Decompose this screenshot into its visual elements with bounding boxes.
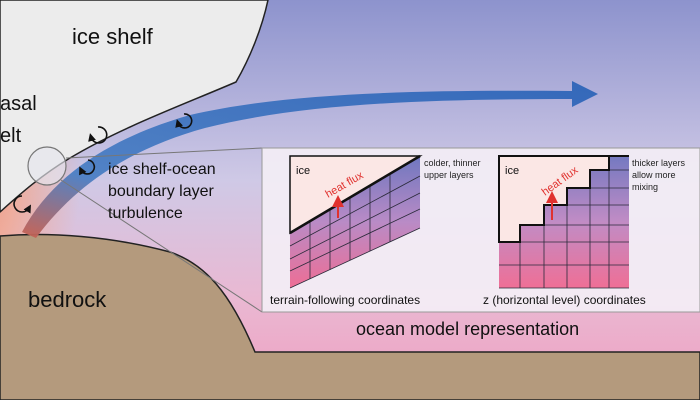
right-caption: z (horizontal level) coordinates — [483, 293, 646, 307]
turbulence-eddies — [13, 113, 193, 214]
right-note-3: mixing — [632, 182, 658, 192]
left-caption: terrain-following coordinates — [270, 293, 420, 307]
z-level-ice-staircase — [498, 155, 629, 243]
terrain-following-panel — [289, 154, 423, 289]
zoom-leader-top — [65, 147, 263, 159]
ocean-circulation-arrow — [22, 81, 598, 238]
basal-melt-label-1: asal — [0, 93, 37, 115]
ice-shelf — [0, 0, 269, 214]
bedrock-label: bedrock — [28, 287, 107, 312]
left-note-2: upper layers — [424, 170, 474, 180]
boundary-layer-label-1: ice shelf-ocean — [108, 161, 216, 178]
zoom-leader-bottom — [60, 179, 263, 313]
left-note-1: colder, thinner — [424, 158, 481, 168]
ocean-model-label: ocean model representation — [356, 319, 579, 339]
boundary-layer-label-2: boundary layer — [108, 183, 215, 200]
right-note-1: thicker layers — [632, 158, 686, 168]
zoom-circle — [27, 146, 67, 186]
right-note-2: allow more — [632, 170, 676, 180]
boundary-layer-label-3: turbulence — [108, 205, 183, 222]
z-level-panel — [498, 155, 629, 289]
basal-melt-label-2: elt — [0, 125, 22, 147]
left-ice-label: ice — [296, 165, 310, 177]
ice-shelf-label: ice shelf — [72, 24, 154, 49]
right-ice-label: ice — [505, 165, 519, 177]
